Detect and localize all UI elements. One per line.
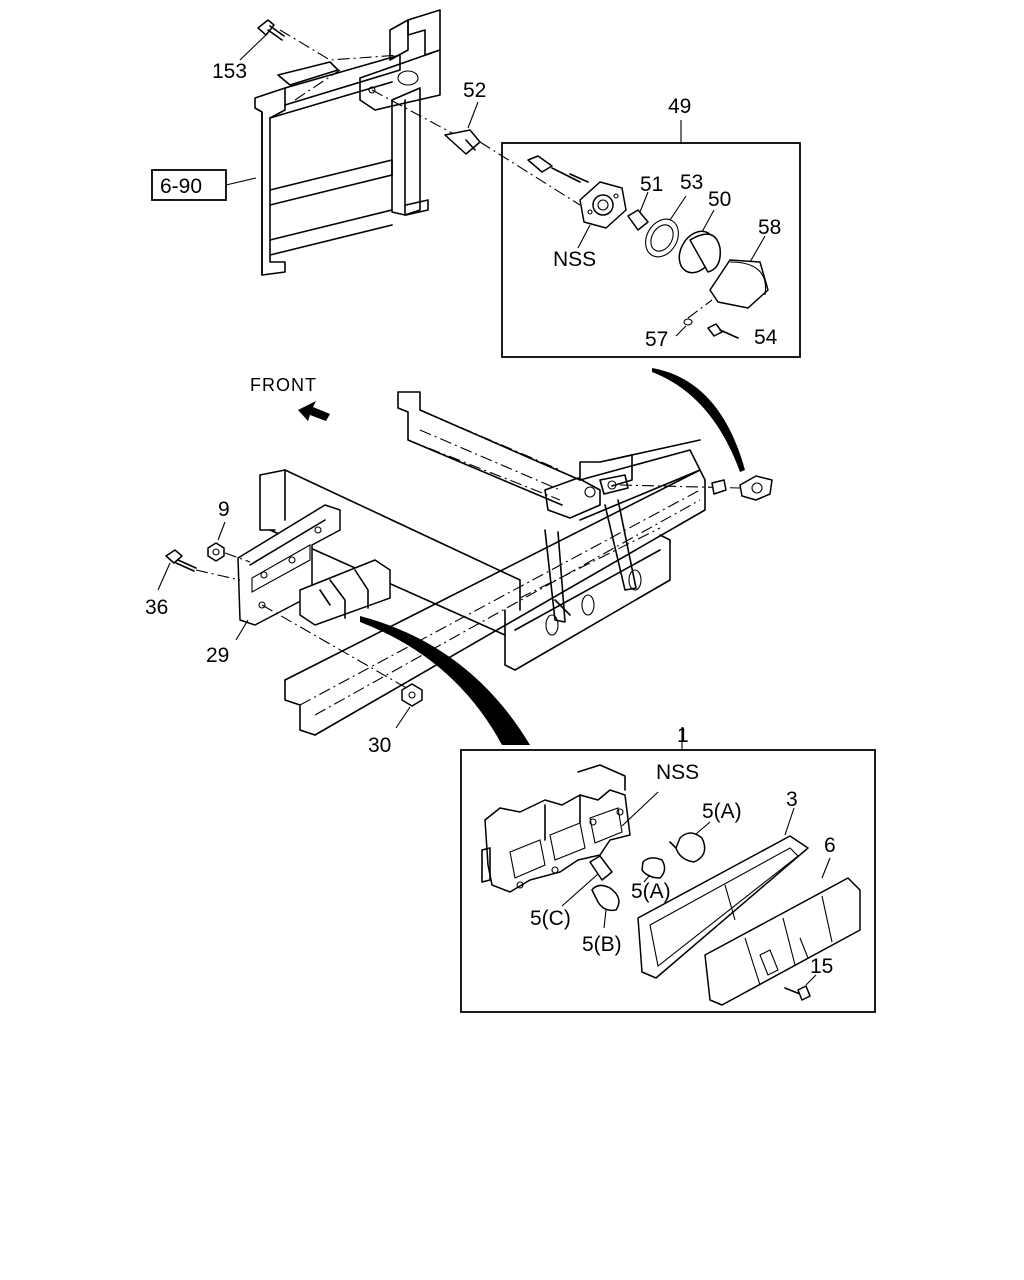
lens-6-icon [704, 877, 861, 1006]
callout-3: 3 [786, 788, 798, 811]
callout-51: 51 [640, 173, 663, 196]
bulb-5b-icon [591, 884, 620, 912]
screw-15-icon [784, 985, 811, 1001]
callout-1: 1 [677, 724, 689, 747]
callout-6-90: 6-90 [160, 175, 202, 198]
callout-29: 29 [206, 644, 229, 667]
callout-49: 49 [668, 95, 691, 118]
callout-nss-top: NSS [553, 248, 596, 271]
callout-5c: 5(C) [530, 907, 571, 930]
detail-box-1 [460, 749, 876, 1013]
callout-nss-bottom: NSS [656, 761, 699, 784]
callout-15: 15 [810, 955, 833, 978]
mounting-bracket-frame [254, 9, 466, 276]
clip-52-icon [444, 129, 481, 155]
washer-57-icon [683, 318, 693, 326]
bolt-36-icon [165, 549, 197, 572]
front-arrow-icon [298, 401, 330, 421]
nut-30-icon [401, 683, 423, 707]
callout-5a-lower: 5(A) [631, 880, 671, 903]
detail-arrow-1 [360, 616, 530, 745]
callout-6: 6 [824, 834, 836, 857]
chassis-frame [259, 391, 706, 736]
front-label: FRONT [250, 375, 317, 395]
callout-5a-upper: 5(A) [702, 800, 742, 823]
lens-50-icon [678, 230, 721, 274]
callout-9: 9 [218, 498, 230, 521]
bulb-5a-lower-icon [641, 857, 666, 879]
bulb-5c-icon [589, 855, 613, 881]
screw-54-icon [707, 323, 739, 339]
bulb-51-icon [627, 209, 649, 231]
callout-36: 36 [145, 596, 168, 619]
cover-58-icon [709, 259, 769, 309]
side-marker-lamp-icon [619, 475, 773, 501]
rear-lamp-bracket-29 [237, 504, 341, 626]
callout-153: 153 [212, 60, 247, 83]
gasket-53-icon [645, 218, 679, 258]
callout-30: 30 [368, 734, 391, 757]
callout-54: 54 [754, 326, 778, 349]
rear-combination-lamp-assembly [299, 559, 391, 626]
callout-52: 52 [463, 79, 486, 102]
callout-58: 58 [758, 216, 781, 239]
lamp-housing-icon [481, 764, 631, 893]
bolt-153-icon [257, 19, 285, 41]
callout-57: 57 [645, 328, 668, 351]
callout-50: 50 [708, 188, 731, 211]
callout-5b: 5(B) [582, 933, 622, 956]
nut-9-icon [207, 542, 225, 562]
detail-box-49 [501, 142, 801, 358]
bulb-5a-upper-icon [669, 832, 706, 863]
lamp-socket-icon [579, 181, 627, 229]
wire-connector-icon [527, 155, 589, 183]
gasket-3-icon [637, 835, 809, 979]
callout-53: 53 [680, 171, 703, 194]
